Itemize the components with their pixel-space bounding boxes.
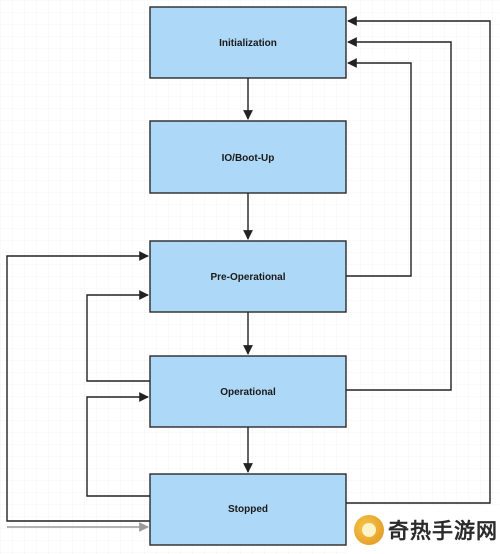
state-pre-operational: Pre-Operational [149, 240, 347, 313]
state-stopped: Stopped [149, 473, 347, 546]
arrow-stopped-to-op [86, 392, 150, 497]
state-boot-up-label: IO/Boot-Up [222, 153, 275, 164]
state-initialization-label: Initialization [219, 38, 277, 49]
state-boot-up: IO/Boot-Up [149, 120, 347, 194]
state-operational: Operational [149, 355, 347, 428]
watermark-text: 奇热手游网 [388, 519, 498, 543]
arrow-op-to-preop [86, 290, 150, 382]
state-operational-label: Operational [220, 387, 276, 398]
state-pre-operational-label: Pre-Operational [210, 272, 285, 283]
arrow-stopped-to-preop [6, 251, 150, 522]
arrow-op-to-init [346, 37, 452, 391]
watermark: 奇热手游网 [348, 506, 500, 554]
arrow-stopped-to-init [346, 16, 491, 504]
watermark-logo-icon [354, 515, 384, 545]
state-initialization: Initialization [149, 6, 347, 79]
state-stopped-label: Stopped [228, 504, 268, 515]
arrow-preop-to-init [346, 58, 412, 277]
